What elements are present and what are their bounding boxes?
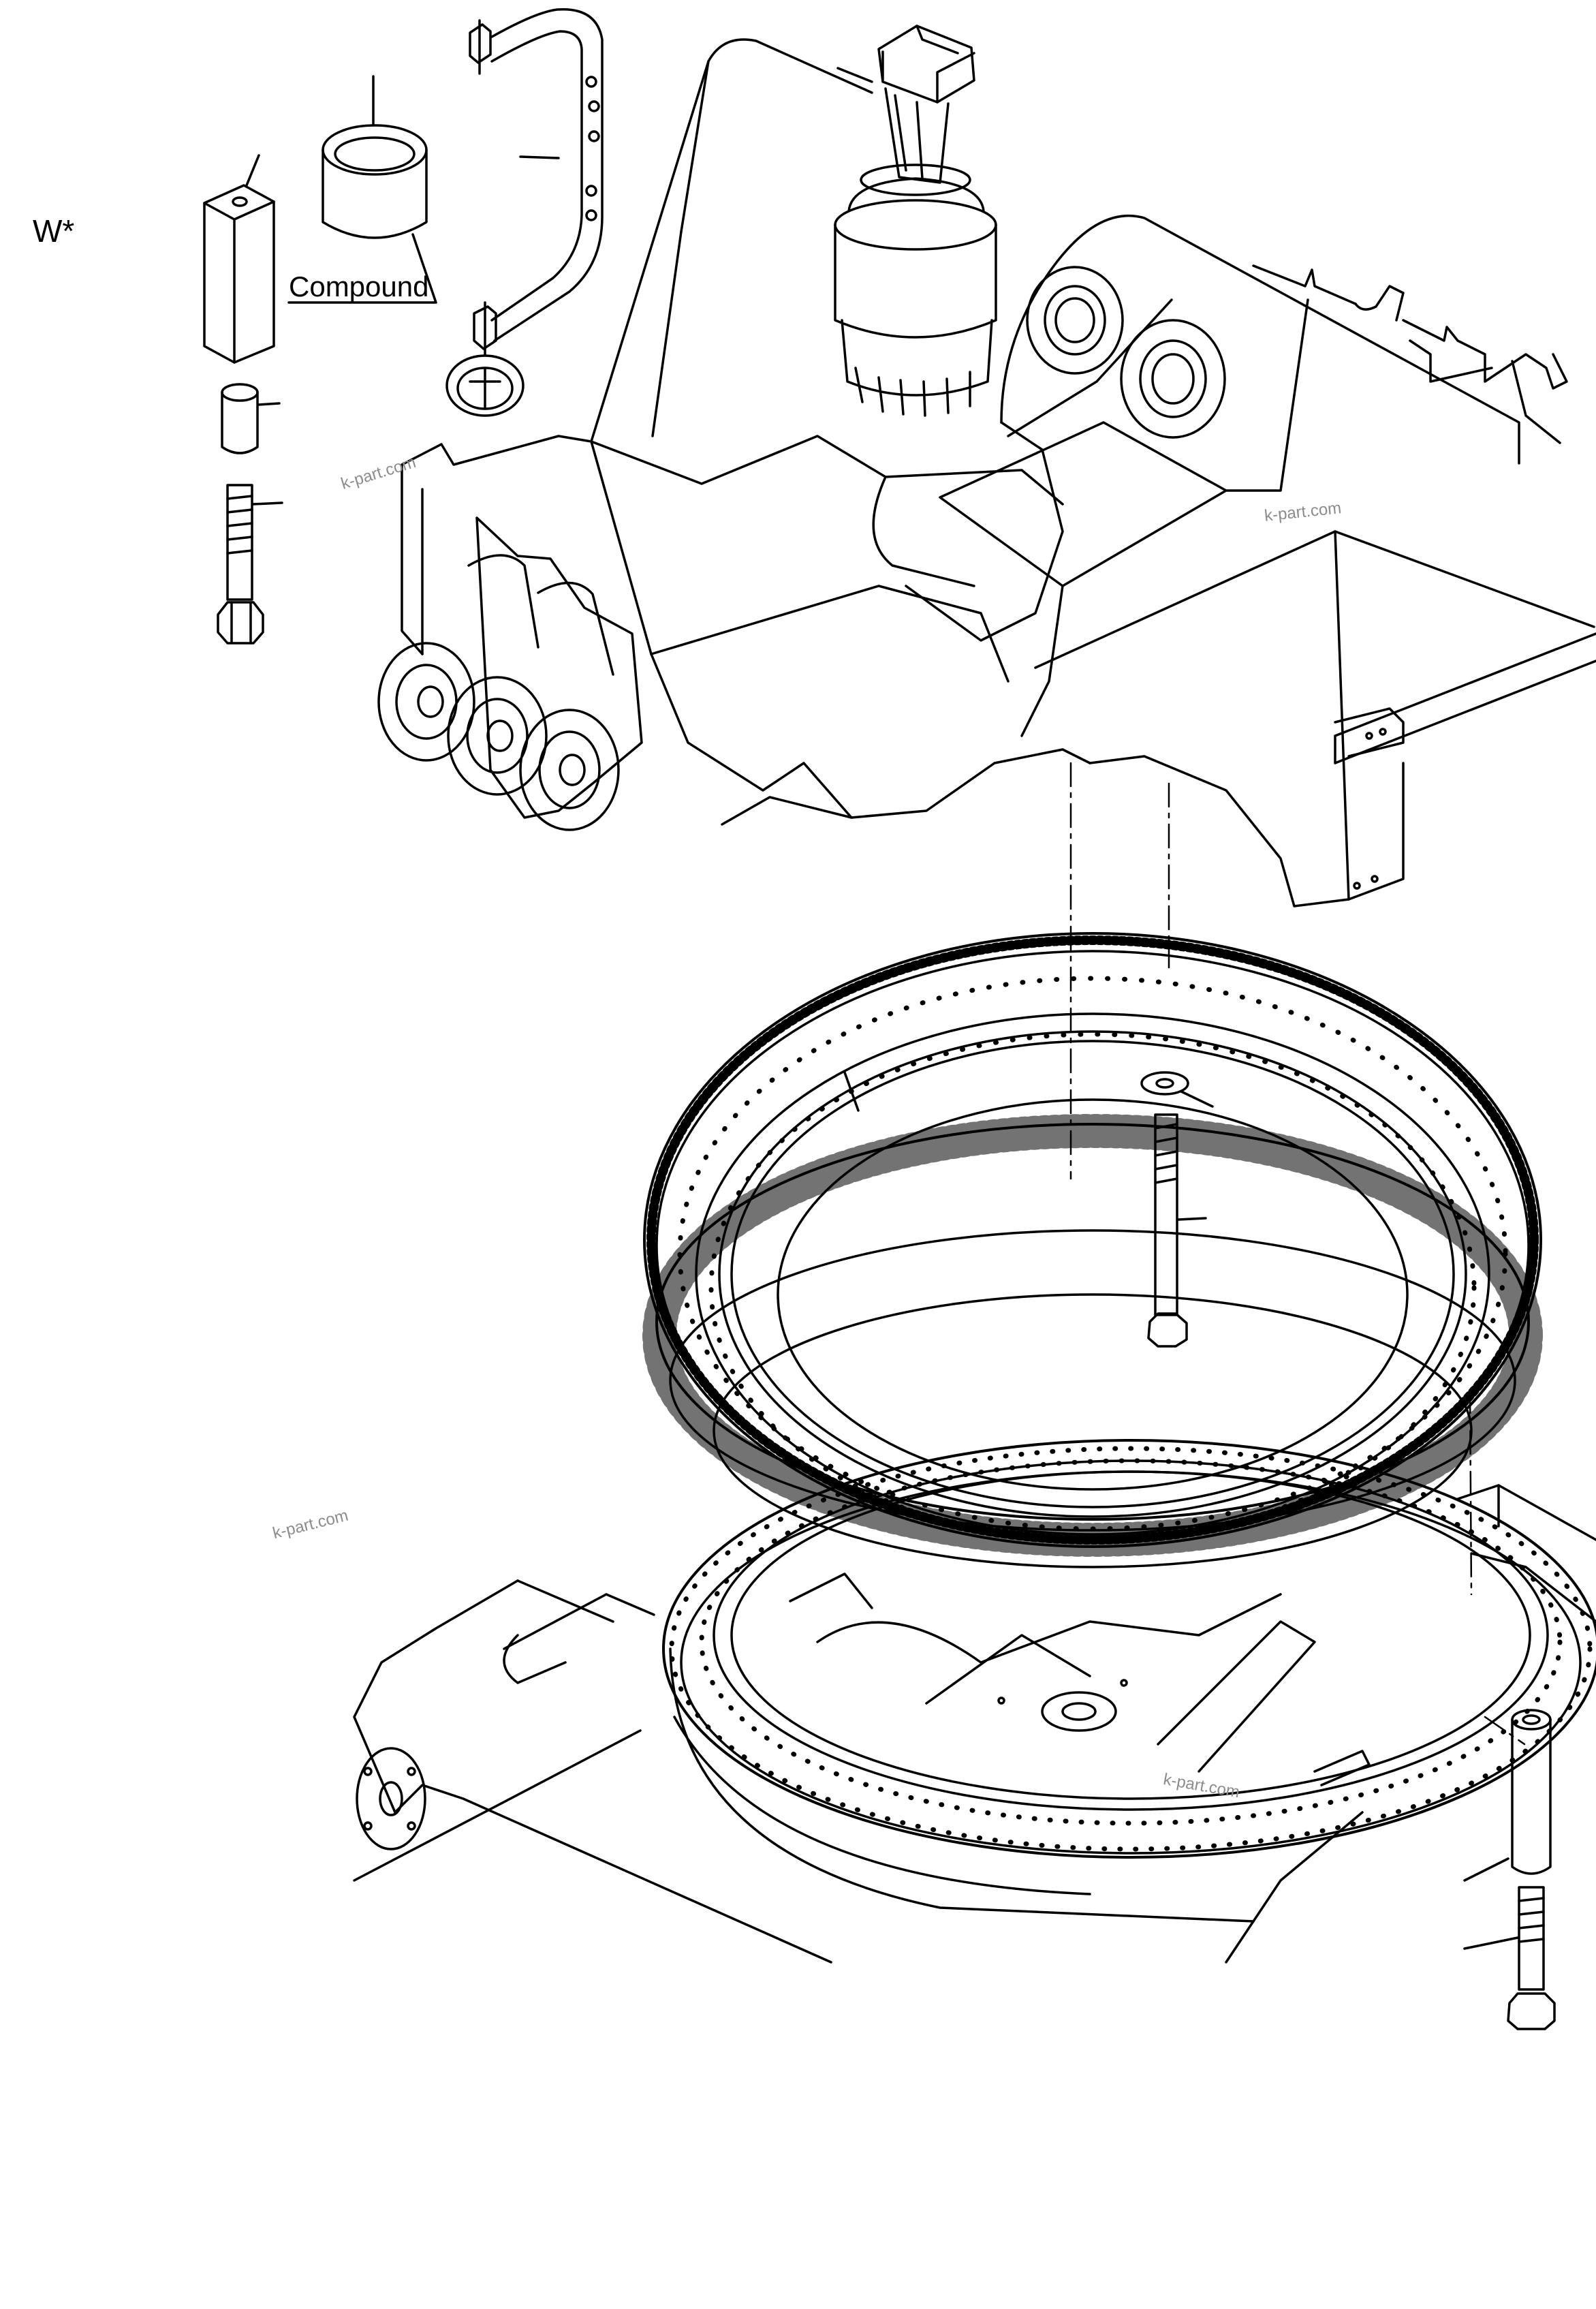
swing-bolt <box>1140 1071 1214 1348</box>
track-frame <box>353 1439 1596 1964</box>
view-marker-label: W* <box>33 213 75 249</box>
square-spacer-block <box>203 154 275 364</box>
bottom-right-bolt-set <box>1463 1709 1556 2030</box>
compound-container <box>287 75 437 304</box>
swivel-unit <box>834 25 997 417</box>
revolving-frame <box>377 38 1596 908</box>
grease-pipe <box>445 7 604 417</box>
bushing <box>221 383 281 454</box>
swing-circle-bearing <box>642 932 1543 1568</box>
compound-label: Compound <box>289 270 429 303</box>
alignment-centerlines <box>1069 762 1526 1746</box>
long-bolt <box>217 484 283 645</box>
